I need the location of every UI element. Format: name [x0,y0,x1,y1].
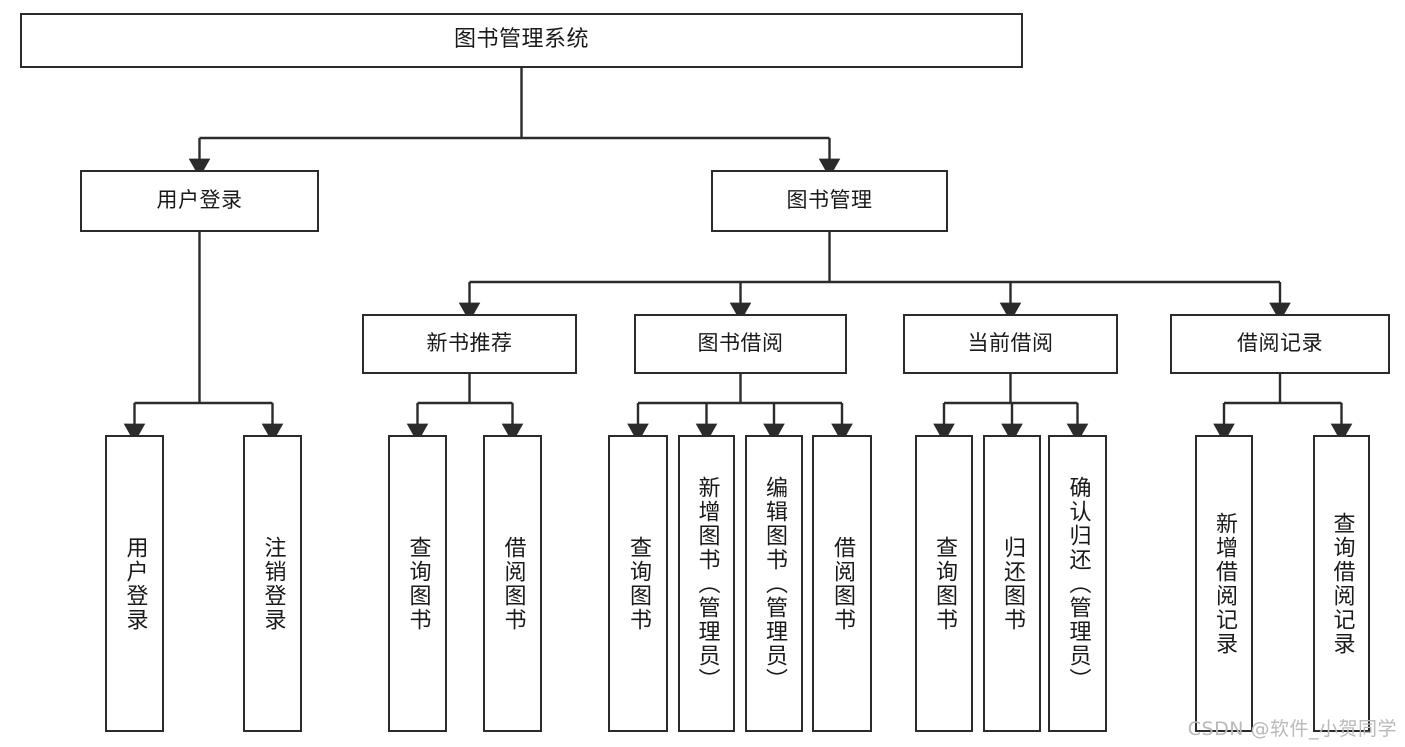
node-book-manage-label: 图书管理 [786,188,873,213]
leaf-borrow-edit-book-label: 编辑图书（管理员） [761,475,787,692]
leaf-recommend-borrow-book[interactable]: 借阅图书 [483,435,542,732]
leaf-record-add[interactable]: 新增借阅记录 [1195,435,1253,732]
node-new-book-recommend[interactable]: 新书推荐 [362,314,577,374]
leaf-record-search-label: 查询借阅记录 [1329,511,1355,656]
node-borrow-record-label: 借阅记录 [1237,331,1323,356]
leaf-recommend-query-book-label: 查询图书 [405,535,431,632]
leaf-current-confirm-return-label: 确认归还（管理员） [1065,475,1091,692]
leaf-user-login-label: 用户登录 [122,535,148,632]
node-current-borrow[interactable]: 当前借阅 [903,314,1118,374]
leaf-current-query-book[interactable]: 查询图书 [915,435,973,732]
node-user-login-label: 用户登录 [156,188,243,213]
leaf-user-logout-label: 注销登录 [260,535,286,632]
leaf-record-search[interactable]: 查询借阅记录 [1313,435,1370,732]
node-book-borrow-label: 图书借阅 [697,331,784,356]
leaf-borrow-query-book[interactable]: 查询图书 [608,435,668,732]
leaf-borrow-lend-book[interactable]: 借阅图书 [812,435,872,732]
node-new-book-recommend-label: 新书推荐 [426,331,513,356]
node-book-manage[interactable]: 图书管理 [711,170,948,232]
leaf-user-login[interactable]: 用户登录 [105,435,164,732]
node-borrow-record[interactable]: 借阅记录 [1170,314,1390,374]
node-user-login[interactable]: 用户登录 [80,170,319,232]
node-current-borrow-label: 当前借阅 [967,331,1054,356]
leaf-user-logout[interactable]: 注销登录 [243,435,302,732]
leaf-borrow-add-book-label: 新增图书（管理员） [694,475,720,692]
node-root[interactable]: 图书管理系统 [20,13,1023,68]
leaf-current-return-book-label: 归还图书 [999,535,1025,632]
leaf-borrow-query-book-label: 查询图书 [625,535,651,632]
leaf-current-confirm-return[interactable]: 确认归还（管理员） [1048,435,1107,732]
node-book-borrow[interactable]: 图书借阅 [634,314,847,374]
leaf-borrow-edit-book[interactable]: 编辑图书（管理员） [745,435,803,732]
leaf-recommend-query-book[interactable]: 查询图书 [388,435,447,732]
leaf-record-add-label: 新增借阅记录 [1211,511,1237,656]
node-root-label: 图书管理系统 [453,27,589,53]
leaf-borrow-lend-book-label: 借阅图书 [829,535,855,632]
leaf-borrow-add-book[interactable]: 新增图书（管理员） [678,435,735,732]
leaf-current-return-book[interactable]: 归还图书 [983,435,1041,732]
edge-paths [123,68,1353,443]
leaf-current-query-book-label: 查询图书 [931,535,957,632]
leaf-recommend-borrow-book-label: 借阅图书 [500,535,526,632]
